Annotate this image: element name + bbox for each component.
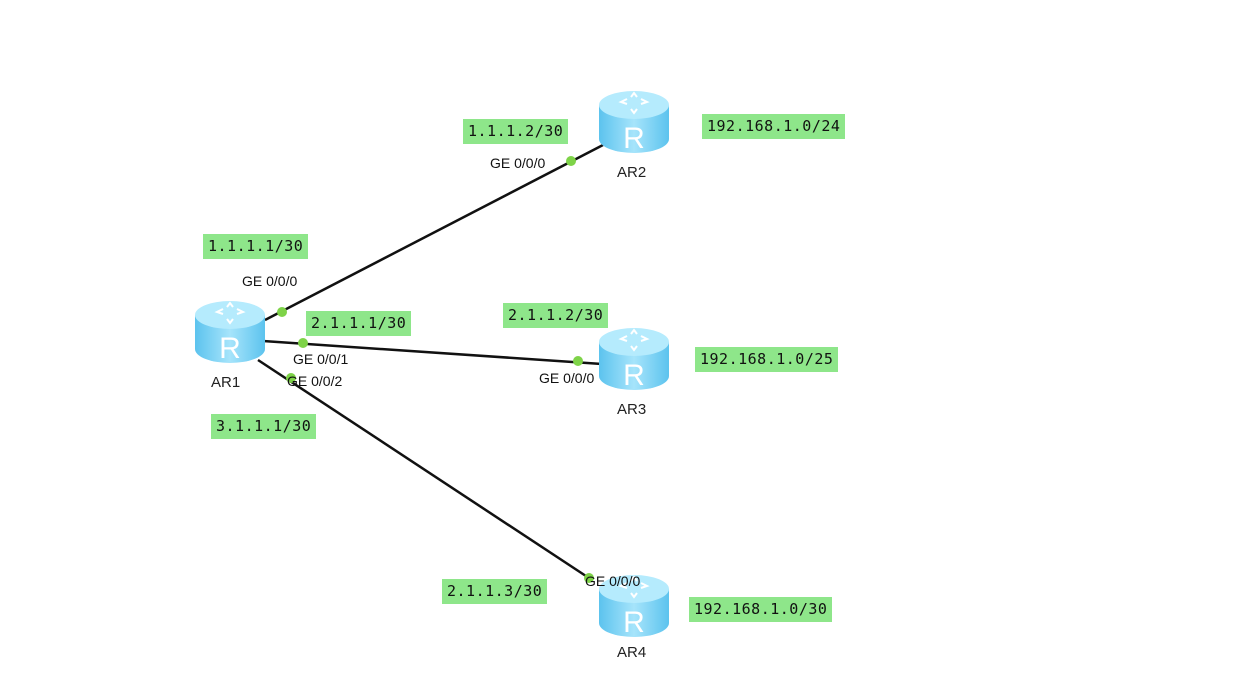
svg-text:R: R — [623, 122, 645, 155]
router-icon: R — [195, 301, 265, 365]
router-ar2[interactable]: R — [597, 89, 671, 157]
svg-text:R: R — [623, 359, 645, 392]
port-dot — [298, 338, 308, 348]
link-ar1-ar4[interactable] — [257, 358, 593, 582]
router-ar4[interactable]: R — [597, 573, 671, 641]
port-dot — [286, 373, 296, 383]
router-ar3[interactable]: R — [597, 326, 671, 394]
ip-label: 3.1.1.1/30 — [211, 414, 317, 439]
port-dot — [584, 573, 594, 583]
svg-text:R: R — [219, 332, 241, 365]
link-ar1-ar2[interactable] — [264, 143, 604, 322]
port-label: GE 0/0/0 — [490, 155, 546, 171]
port-dot — [277, 307, 287, 317]
port-label: GE 0/0/0 — [585, 573, 641, 589]
ip-label: 1.1.1.1/30 — [203, 234, 309, 259]
port-label: GE 0/0/1 — [293, 351, 349, 367]
port-label: GE 0/0/2 — [287, 373, 343, 389]
port-label: GE 0/0/0 — [242, 273, 298, 289]
router-name: AR4 — [617, 644, 647, 661]
router-icon: R — [599, 328, 669, 392]
router-ar1[interactable]: R — [193, 299, 267, 367]
port-dot — [566, 156, 576, 166]
link-ar1-ar3[interactable] — [262, 339, 603, 366]
ip-label: 2.1.1.2/30 — [503, 303, 609, 328]
router-name: AR3 — [617, 401, 647, 418]
lan-label: 192.168.1.0/24 — [702, 114, 846, 139]
ip-label: 1.1.1.2/30 — [463, 119, 569, 144]
router-name: AR2 — [617, 164, 647, 181]
port-label: GE 0/0/0 — [539, 370, 595, 386]
ip-label: 2.1.1.1/30 — [306, 311, 412, 336]
router-name: AR1 — [211, 374, 241, 391]
port-dot — [573, 356, 583, 366]
lan-label: 192.168.1.0/30 — [689, 597, 833, 622]
ip-label: 2.1.1.3/30 — [442, 579, 548, 604]
router-icon: R — [599, 575, 669, 639]
svg-text:R: R — [623, 606, 645, 639]
lan-label: 192.168.1.0/25 — [695, 347, 839, 372]
router-icon: R — [599, 91, 669, 155]
